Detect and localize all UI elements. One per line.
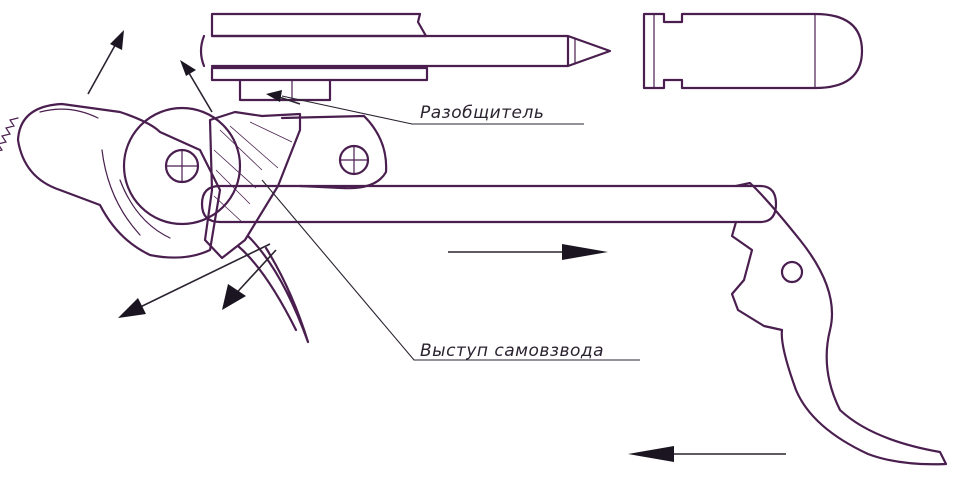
link-bar (280, 114, 388, 190)
arrow-disconnector (266, 90, 301, 105)
trigger (730, 181, 948, 466)
sear (203, 110, 310, 344)
arrow-down-left (118, 243, 271, 318)
firing-pin (199, 34, 612, 68)
arrow-up-left (87, 30, 124, 95)
hammer (0, 102, 222, 259)
arrow-right (448, 244, 608, 260)
trigger-rod (200, 184, 778, 224)
disconnector-callout: Разобщитель (281, 95, 584, 125)
cartridge (642, 12, 864, 90)
arrow-left (628, 446, 786, 462)
slide-section (199, 12, 612, 102)
slide-top-hatched (210, 12, 428, 38)
hammer-pivot (122, 106, 242, 226)
disconnector-block (238, 78, 332, 102)
arrow-up-small (180, 60, 213, 113)
self-cocking-lug-label: Выступ самовзвода (420, 341, 604, 361)
slide-bottom-hatched (210, 66, 429, 82)
arrow-down-left-small (222, 249, 277, 310)
disconnector-label: Разобщитель (420, 103, 544, 123)
self-cocking-lug-callout: Выступ самовзвода (261, 179, 640, 361)
